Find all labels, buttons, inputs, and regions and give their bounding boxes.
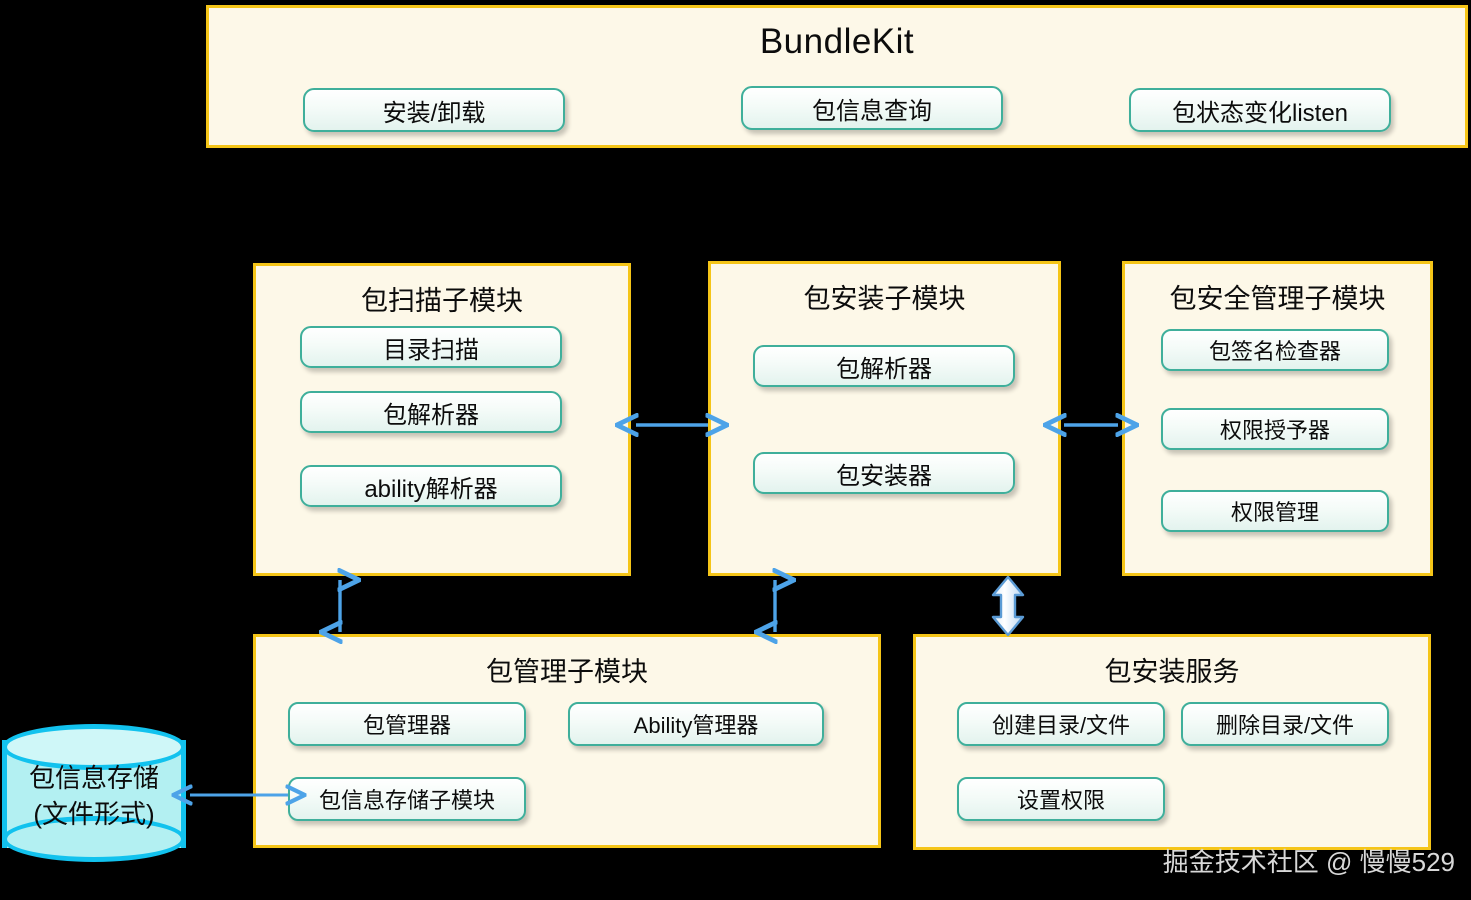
item-ability-manager-label: Ability管理器: [633, 713, 759, 738]
cylinder-label-line1: 包信息存储: [28, 763, 159, 793]
item-permission-management-label: 权限管理: [1230, 500, 1319, 525]
storage-cylinder: 包信息存储 (文件形式): [2, 724, 186, 864]
feature-install-uninstall-label: 安装/卸载: [382, 99, 486, 127]
item-package-manager[interactable]: 包管理器: [288, 702, 526, 746]
panel-package-scan: 包扫描子模块 目录扫描 包解析器 ability解析器: [253, 263, 631, 576]
item-permission-granter[interactable]: 权限授予器: [1161, 408, 1389, 450]
arrow-install-service-block: [991, 575, 1025, 637]
item-package-info-storage-submodule[interactable]: 包信息存储子模块: [288, 777, 526, 821]
package-install-title: 包安装子模块: [803, 284, 966, 314]
arrow-scan-manage: [320, 574, 360, 638]
item-delete-dir-file-label: 删除目录/文件: [1215, 713, 1355, 738]
feature-package-state-listen-label: 包状态变化listen: [1171, 99, 1349, 127]
arrow-scan-install: [628, 405, 718, 445]
package-manage-title: 包管理子模块: [486, 657, 648, 687]
panel-package-install: 包安装子模块 包解析器 包安装器: [708, 261, 1061, 576]
feature-package-query-label: 包信息查询: [812, 97, 932, 125]
feature-install-uninstall[interactable]: 安装/卸载: [303, 88, 565, 132]
panel-package-install-service: 包安装服务 创建目录/文件 删除目录/文件 设置权限: [913, 634, 1431, 850]
bundlekit-title: BundleKit: [759, 22, 915, 61]
feature-package-state-listen[interactable]: 包状态变化listen: [1129, 88, 1391, 132]
item-package-installer[interactable]: 包安装器: [753, 452, 1015, 494]
item-create-dir-file[interactable]: 创建目录/文件: [957, 702, 1165, 746]
item-directory-scan-label: 目录扫描: [383, 336, 479, 364]
item-create-dir-file-label: 创建目录/文件: [991, 713, 1131, 738]
item-package-parser-install-label: 包解析器: [836, 355, 932, 383]
item-package-parser-install[interactable]: 包解析器: [753, 345, 1015, 387]
item-signature-checker-label: 包签名检查器: [1208, 339, 1341, 364]
item-package-parser-scan[interactable]: 包解析器: [300, 391, 562, 433]
item-package-installer-label: 包安装器: [836, 462, 932, 490]
package-scan-title: 包扫描子模块: [361, 286, 523, 316]
item-directory-scan[interactable]: 目录扫描: [300, 326, 562, 368]
item-permission-management[interactable]: 权限管理: [1161, 490, 1389, 532]
item-package-parser-scan-label: 包解析器: [383, 401, 479, 429]
cylinder-top-ellipse: [2, 724, 186, 770]
panel-package-manage: 包管理子模块 包管理器 Ability管理器 包信息存储子模块: [253, 634, 881, 848]
package-security-title: 包安全管理子模块: [1169, 284, 1386, 314]
item-package-info-storage-submodule-label: 包信息存储子模块: [318, 788, 495, 813]
item-ability-manager[interactable]: Ability管理器: [568, 702, 824, 746]
panel-bundlekit: BundleKit 安装/卸载 包信息查询 包状态变化listen: [206, 5, 1468, 148]
arrow-install-security: [1056, 405, 1128, 445]
item-permission-granter-label: 权限授予器: [1219, 418, 1330, 443]
feature-package-query[interactable]: 包信息查询: [741, 86, 1003, 130]
arrow-install-manage: [755, 574, 795, 638]
cylinder-label-line2: (文件形式): [33, 799, 155, 829]
item-set-permission[interactable]: 设置权限: [957, 777, 1165, 821]
watermark: 掘金技术社区 @ 慢慢529: [1162, 847, 1455, 877]
package-install-service-title: 包安装服务: [1104, 657, 1240, 687]
cylinder-bottom-ellipse: [2, 816, 186, 862]
arrow-cylinder-storage-submodule: [182, 779, 298, 819]
item-delete-dir-file[interactable]: 删除目录/文件: [1181, 702, 1389, 746]
item-set-permission-label: 设置权限: [1016, 788, 1105, 813]
cylinder-label: 包信息存储 (文件形式): [2, 760, 186, 832]
item-ability-parser[interactable]: ability解析器: [300, 465, 562, 507]
item-signature-checker[interactable]: 包签名检查器: [1161, 329, 1389, 371]
item-package-manager-label: 包管理器: [362, 713, 451, 738]
panel-package-security: 包安全管理子模块 包签名检查器 权限授予器 权限管理: [1122, 261, 1433, 576]
item-ability-parser-label: ability解析器: [364, 475, 498, 503]
